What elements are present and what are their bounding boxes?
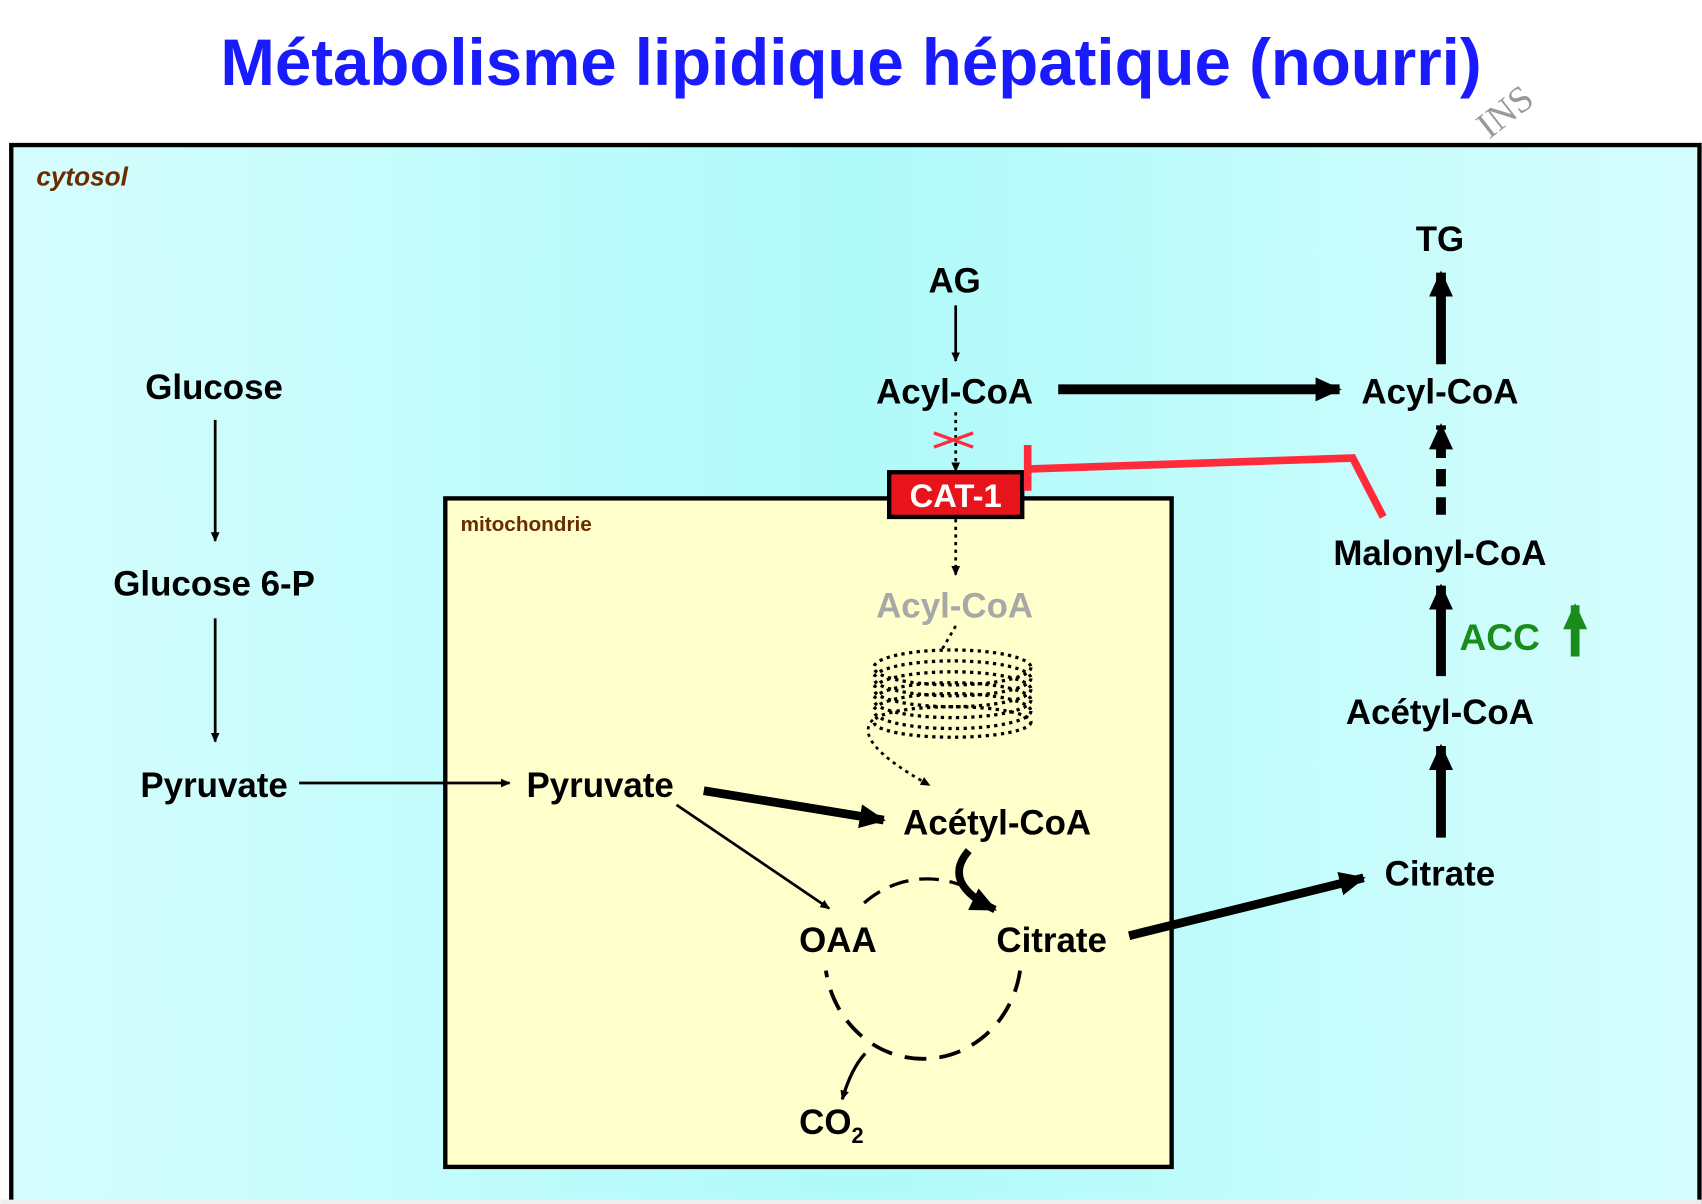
node-acylcoa-cytosol: Acyl-CoA [876,373,1033,412]
node-acetylcoa-mito: Acétyl-CoA [903,803,1091,842]
beta-oxidation-spiral-icon [872,648,1033,739]
node-citrate-mito: Citrate [996,921,1106,960]
node-pyruvate-cytosol: Pyruvate [140,766,287,805]
cat1-label: CAT-1 [910,477,1002,514]
node-co2: CO2 [799,1103,863,1148]
node-acylcoa-mito: Acyl-CoA [876,586,1033,625]
blocked-cross-icon [933,431,974,449]
mitochondrie-label: mitochondrie [461,513,592,536]
co2-subscript: 2 [851,1123,863,1148]
node-acetylcoa-cytosol: Acétyl-CoA [1346,693,1534,732]
node-malonylcoa: Malonyl-CoA [1333,534,1546,573]
cat1-box [886,470,1025,520]
page-title: Métabolisme lipidique hépatique (nourri) [220,26,1481,99]
node-ag: AG [928,261,980,300]
node-acylcoa-right: Acyl-CoA [1361,373,1518,412]
node-pyruvate-mito: Pyruvate [526,766,673,805]
enzyme-acc: ACC [1460,616,1540,658]
node-tg: TG [1416,220,1464,259]
krebs-cycle [824,877,1022,1061]
node-glucose-6p: Glucose 6-P [113,564,315,603]
cytosol-label: cytosol [36,161,128,191]
mitochondrie-compartment [443,496,1174,1170]
node-glucose: Glucose [145,368,283,407]
node-oaa: OAA [799,921,877,960]
node-citrate-cytosol: Citrate [1385,855,1495,894]
inhibition-line [1029,454,1387,519]
co2-label: CO [799,1103,851,1142]
